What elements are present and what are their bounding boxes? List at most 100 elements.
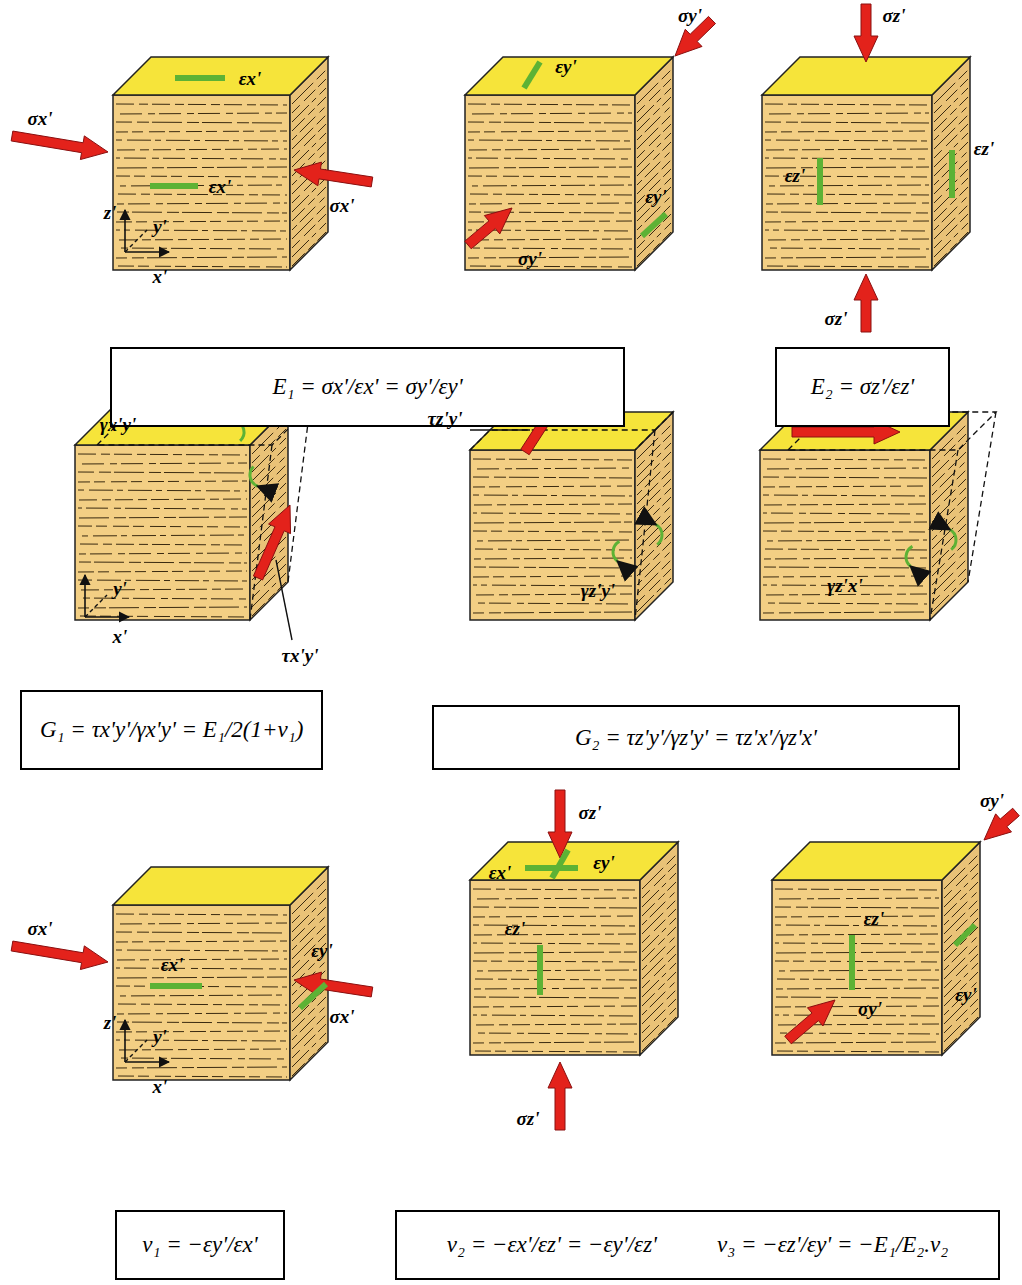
wood-cube — [470, 842, 678, 1055]
force-arrow — [11, 131, 108, 159]
deformed-outline — [470, 430, 655, 450]
strain-gauge — [300, 984, 326, 1008]
strain-gauge — [817, 158, 823, 205]
force-arrow — [854, 274, 878, 332]
shear-angle — [906, 546, 912, 566]
wood-cube — [772, 842, 980, 1055]
symbol-label: τz'y' — [428, 409, 463, 428]
strain-gauge — [849, 935, 855, 990]
strain-gauge — [642, 214, 666, 236]
formula-box: E₁ = σx'/εx' = σy'/εy' — [110, 347, 625, 427]
strain-gauge — [150, 983, 202, 989]
deformed-outline — [655, 412, 673, 430]
symbol-label: εy' — [593, 853, 615, 872]
symbol-label: εx' — [239, 69, 262, 88]
symbol-label: σz' — [883, 6, 906, 25]
shear-angle — [656, 524, 662, 544]
symbol-label: x' — [153, 267, 168, 286]
formula-box: ν₁ = −εy'/εx' — [115, 1210, 285, 1280]
force-arrow — [294, 972, 373, 997]
symbol-label: σy' — [980, 791, 1004, 810]
symbol-label: σx' — [27, 919, 52, 938]
force-arrow — [548, 790, 572, 858]
formula: E₁ = σx'/εx' = σy'/εy' — [272, 374, 462, 400]
symbol-label: εy' — [645, 187, 667, 206]
force-arrow — [294, 162, 373, 187]
symbol-label: σz' — [579, 803, 602, 822]
symbol-label: εz' — [974, 139, 994, 158]
wood-cube — [113, 57, 328, 270]
force-arrow — [253, 505, 290, 580]
wood-cube — [113, 867, 328, 1080]
wood-cube — [75, 407, 288, 620]
force-arrow — [984, 808, 1019, 840]
symbol-label: εy' — [311, 941, 333, 960]
strain-gauge — [150, 183, 198, 189]
force-arrow — [548, 1062, 572, 1130]
symbol-label: y' — [153, 1027, 167, 1046]
wood-cube — [762, 57, 970, 270]
symbol-label: σx' — [27, 109, 52, 128]
axis-y — [125, 230, 147, 252]
symbol-label: σz' — [825, 309, 848, 328]
symbol-label: γz'x' — [827, 576, 862, 595]
strain-gauge — [537, 945, 543, 995]
symbol-label: x' — [153, 1077, 168, 1096]
axis-x — [125, 251, 169, 253]
strain-gauge — [175, 75, 225, 81]
axis-y — [85, 595, 107, 617]
deformed-outline — [968, 412, 996, 582]
formula: G₂ = τz'y'/γz'y' = τz'x'/γz'x' — [575, 725, 817, 751]
symbol-label: γx'y' — [100, 415, 136, 434]
symbol-label: y' — [113, 579, 127, 598]
force-arrow — [465, 208, 512, 249]
shear-angle — [950, 529, 956, 549]
symbol-label: εz' — [785, 166, 805, 185]
wood-cube — [760, 412, 968, 620]
axis-x — [85, 616, 129, 618]
leader-line — [470, 429, 530, 430]
deformed-outline — [930, 450, 958, 620]
wood-cube — [470, 412, 673, 620]
strain-gauge — [524, 62, 540, 88]
formula-box: E₂ = σz'/εz' — [775, 347, 950, 427]
force-arrow — [854, 4, 878, 62]
formula: ν₃ = −εz'/εy' = −E₁/E₂.ν₂ — [717, 1232, 948, 1258]
symbol-label: εz' — [505, 919, 525, 938]
deformed-outline — [635, 430, 655, 620]
symbol-label: y' — [153, 217, 167, 236]
wood-cube — [465, 57, 673, 270]
axis-y — [125, 1040, 147, 1062]
shear-angle — [250, 466, 258, 486]
symbol-label: x' — [113, 627, 128, 646]
deformed-outline — [250, 445, 272, 620]
formula-box: G₂ = τz'y'/γz'y' = τz'x'/γz'x' — [432, 705, 960, 770]
axis-z — [124, 1020, 126, 1062]
symbol-label: εz' — [864, 909, 884, 928]
formula: E₂ = σz'/εz' — [811, 374, 915, 400]
force-arrow — [11, 941, 108, 969]
symbol-label: εx' — [489, 863, 512, 882]
formula: ν₁ = −εy'/εx' — [142, 1232, 258, 1258]
formula-box: ν₂ = −εx'/εz' = −εy'/εz' ν₃ = −εz'/εy' = … — [395, 1210, 1000, 1280]
strain-gauge — [949, 150, 955, 198]
axis-z — [84, 575, 86, 617]
formula-box: G₁ = τx'y'/γx'y' = E₁/2(1+ν₁) — [20, 690, 323, 770]
deformed-outline — [288, 407, 310, 582]
symbol-label: σx' — [329, 1007, 354, 1026]
symbol-label: εy' — [555, 57, 577, 76]
strain-gauge — [955, 925, 975, 945]
symbol-label: γz'y' — [581, 581, 615, 600]
strain-gauge — [525, 865, 578, 871]
formula: ν₂ = −εx'/εz' = −εy'/εz' — [447, 1232, 657, 1258]
force-arrow — [785, 1000, 835, 1044]
symbol-label: εx' — [209, 177, 232, 196]
axis-z — [124, 210, 126, 252]
symbol-label: σx' — [329, 196, 354, 215]
symbol-label: τx'y' — [282, 646, 319, 665]
formula: G₁ = τx'y'/γx'y' = E₁/2(1+ν₁) — [40, 717, 303, 743]
symbol-label: σy' — [858, 999, 882, 1018]
symbol-label: z' — [104, 1013, 117, 1032]
strain-gauge — [552, 850, 568, 878]
shear-angle — [613, 541, 619, 561]
